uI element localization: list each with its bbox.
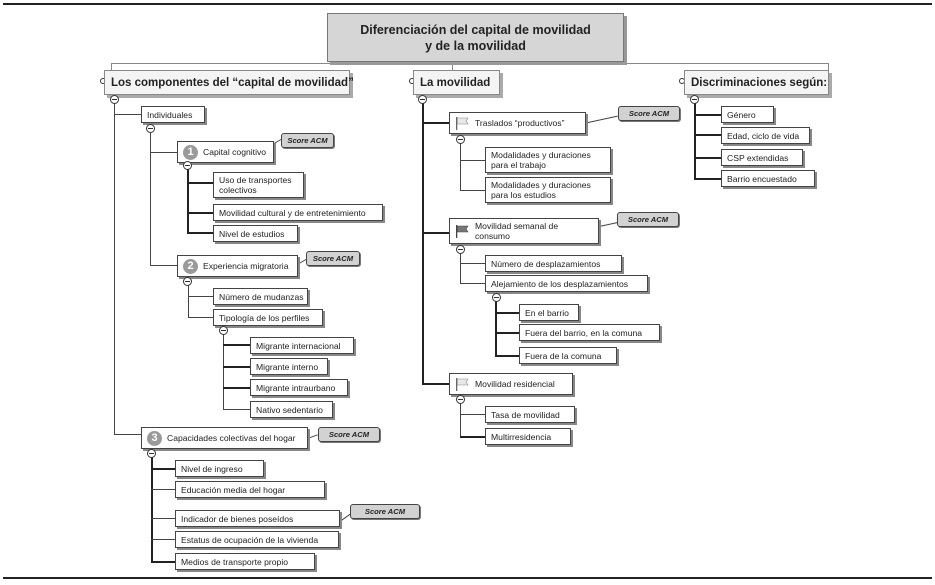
flag-icon (456, 116, 469, 130)
node-migrante-interno[interactable]: Migrante interno (250, 358, 328, 375)
node-label: Movilidad residencial (475, 379, 555, 389)
node-movilidad-cultural[interactable]: Movilidad cultural y de entretenimiento (213, 204, 383, 221)
node-multirresidencia[interactable]: Multirresidencia (485, 428, 571, 445)
node-experiencia-migratoria[interactable]: 2 Experiencia migratoria (177, 255, 298, 277)
node-genero[interactable]: Género (721, 106, 774, 123)
node-educacion-media[interactable]: Educación media del hogar (175, 481, 325, 498)
branch-discriminaciones[interactable]: Discriminaciones según: (684, 70, 829, 95)
score-acm-badge: Score ACM (350, 504, 420, 519)
collapse-icon[interactable] (219, 326, 228, 335)
node-label: Capital cognitivo (203, 147, 267, 157)
node-individuales[interactable]: Individuales (141, 106, 205, 123)
node-numero-desplazamientos[interactable]: Número de desplazamientos (485, 255, 622, 272)
node-traslados-productivos[interactable]: Traslados “productivos” (449, 112, 586, 134)
node-nivel-estudios[interactable]: Nivel de estudios (213, 225, 298, 242)
collapse-icon[interactable] (456, 245, 465, 254)
node-barrio-encuestado[interactable]: Barrio encuestado (721, 170, 815, 187)
collapse-icon[interactable] (456, 135, 465, 144)
node-label: Traslados “productivos” (475, 118, 565, 128)
collapse-icon[interactable] (147, 449, 156, 458)
node-tipologia-perfiles[interactable]: Tipología de los perfiles (213, 309, 323, 326)
node-indicador-bienes[interactable]: Indicador de bienes poseídos (175, 510, 340, 527)
node-csp-extendidas[interactable]: CSP extendidas (721, 149, 803, 166)
node-movilidad-residencial[interactable]: Movilidad residencial (449, 373, 573, 395)
score-acm-badge: Score ACM (318, 427, 380, 442)
score-acm-badge: Score ACM (281, 133, 334, 148)
node-nivel-ingreso[interactable]: Nivel de ingreso (175, 460, 264, 477)
node-movilidad-semanal[interactable]: Movilidad semanal de consumo (449, 218, 599, 244)
number-badge-3: 3 (147, 430, 162, 446)
node-capacidades-colectivas[interactable]: 3 Capacidades colectivas del hogar (141, 427, 308, 449)
score-acm-badge: Score ACM (306, 251, 360, 266)
collapse-icon[interactable] (183, 277, 192, 286)
collapse-icon[interactable] (110, 95, 119, 104)
node-fuera-comuna[interactable]: Fuera de la comuna (519, 347, 617, 364)
flag-icon (456, 377, 469, 391)
number-badge-1: 1 (183, 144, 198, 160)
node-capital-cognitivo[interactable]: 1 Capital cognitivo (177, 141, 274, 163)
collapse-icon[interactable] (418, 95, 427, 104)
node-migrante-intraurbano[interactable]: Migrante intraurbano (250, 379, 348, 396)
node-modalidades-trabajo[interactable]: Modalidades y duraciones para el trabajo (485, 147, 611, 173)
score-acm-badge: Score ACM (617, 212, 679, 227)
node-estatus-ocupacion[interactable]: Estatus de ocupación de la vivienda (175, 531, 339, 548)
node-label: Movilidad semanal de consumo (475, 221, 559, 241)
node-alejamiento-desplazamientos[interactable]: Alejamiento de los desplazamientos (485, 275, 648, 292)
branch-capital-movilidad[interactable]: Los componentes del “capital de movilida… (104, 70, 354, 95)
collapse-icon[interactable] (690, 95, 699, 104)
node-edad-ciclo-vida[interactable]: Edad, ciclo de vida (721, 127, 810, 144)
node-en-el-barrio[interactable]: En el barrio (519, 304, 579, 321)
score-acm-badge: Score ACM (618, 106, 680, 121)
node-modalidades-estudios[interactable]: Modalidades y duraciones para los estudi… (485, 177, 611, 203)
node-nativo-sedentario[interactable]: Nativo sedentario (250, 401, 333, 418)
collapse-icon[interactable] (456, 395, 465, 404)
root-title-line1: Diferenciación del capital de movilidad (360, 22, 591, 37)
node-migrante-internacional[interactable]: Migrante internacional (250, 337, 354, 354)
collapse-icon[interactable] (183, 161, 192, 170)
node-medios-transporte[interactable]: Medios de transporte propio (175, 553, 315, 570)
node-label: Experiencia migratoria (203, 261, 289, 271)
node-fuera-barrio-comuna[interactable]: Fuera del barrio, en la comuna (519, 324, 660, 341)
node-uso-transportes[interactable]: Uso de transportes colectivos (213, 172, 304, 198)
top-rule (3, 3, 932, 5)
branch-la-movilidad[interactable]: La movilidad (413, 70, 500, 95)
collapse-icon[interactable] (492, 293, 501, 302)
flag-icon (456, 224, 469, 238)
node-numero-mudanzas[interactable]: Número de mudanzas (213, 288, 308, 305)
root-title-line2: y de la movilidad (425, 38, 526, 53)
bottom-rule (3, 577, 932, 579)
number-badge-2: 2 (183, 258, 198, 274)
node-label: Capacidades colectivas del hogar (167, 433, 296, 443)
collapse-icon[interactable] (146, 124, 155, 133)
node-tasa-movilidad[interactable]: Tasa de movilidad (485, 406, 575, 423)
